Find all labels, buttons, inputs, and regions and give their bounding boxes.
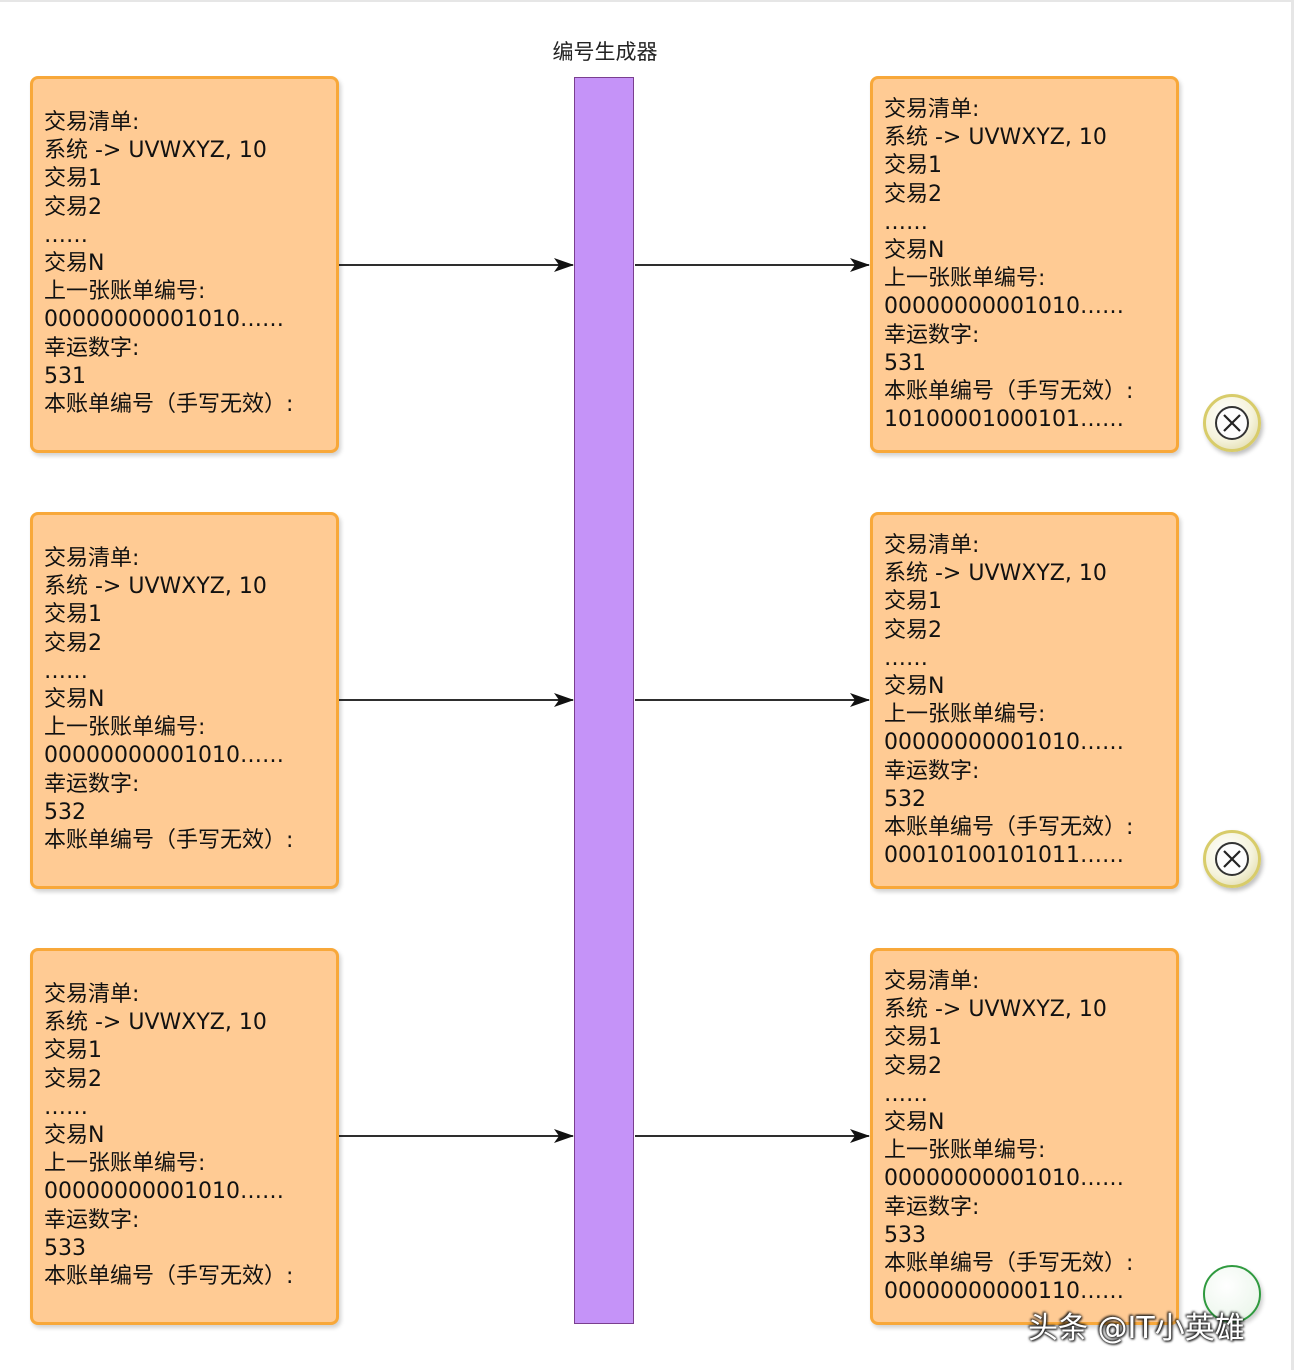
bill-line: 幸运数字: xyxy=(884,322,980,348)
bill-line: 本账单编号（手写无效）: xyxy=(884,814,1134,840)
bill-line: 00000000001010…… xyxy=(44,307,284,333)
bill-line: 交易N xyxy=(884,673,945,699)
bill-line: 00000000001010…… xyxy=(44,1179,284,1205)
bill-line: 系统 -> UVWXYZ, 10 xyxy=(44,574,267,600)
bill-number: 10100001000101…… xyxy=(884,407,1124,433)
x-circle-icon xyxy=(1203,394,1261,452)
input-bill-1: 交易清单: 系统 -> UVWXYZ, 10 交易1 交易2 …… 交易N 上一… xyxy=(30,76,339,453)
bill-line: 531 xyxy=(44,363,86,389)
bill-line: 上一张账单编号: xyxy=(44,1151,206,1177)
bill-line: 系统 -> UVWXYZ, 10 xyxy=(884,125,1107,151)
bill-line: …… xyxy=(44,658,88,684)
bill-line: 本账单编号（手写无效）: xyxy=(884,378,1134,404)
bill-line: 交易2 xyxy=(884,617,942,643)
bill-line: 00000000001010…… xyxy=(884,294,1124,320)
x-glyph xyxy=(1215,842,1249,876)
bill-number: 00000000000110…… xyxy=(884,1279,1124,1305)
bill-line: 交易N xyxy=(44,1122,105,1148)
frame-right-line xyxy=(1291,0,1294,1370)
bill-line: 系统 -> UVWXYZ, 10 xyxy=(44,138,267,164)
bill-line: 532 xyxy=(44,799,86,825)
frame-top-line xyxy=(0,0,1294,2)
bill-line: 533 xyxy=(44,1235,86,1261)
bill-line: 交易1 xyxy=(44,602,102,628)
output-bill-2: 交易清单: 系统 -> UVWXYZ, 10 交易1 交易2 …… 交易N 上一… xyxy=(870,512,1179,889)
bill-line: 交易2 xyxy=(884,1053,942,1079)
bill-line: 交易1 xyxy=(884,1025,942,1051)
output-bill-3: 交易清单: 系统 -> UVWXYZ, 10 交易1 交易2 …… 交易N 上一… xyxy=(870,948,1179,1325)
bill-line: 交易2 xyxy=(884,181,942,207)
bill-line: 幸运数字: xyxy=(44,1207,140,1233)
bill-line: 上一张账单编号: xyxy=(884,702,1046,728)
bill-line: 00000000001010…… xyxy=(44,743,284,769)
bill-line: 交易清单: xyxy=(884,97,980,122)
x-glyph xyxy=(1215,406,1249,440)
bill-line: …… xyxy=(884,1081,928,1107)
bill-line: 系统 -> UVWXYZ, 10 xyxy=(884,561,1107,587)
bill-line: 交易清单: xyxy=(44,546,140,571)
bill-line: 交易1 xyxy=(44,166,102,192)
bill-line: 幸运数字: xyxy=(884,1194,980,1220)
bill-line: 交易清单: xyxy=(44,110,140,135)
bill-line: 532 xyxy=(884,786,926,812)
bill-line: …… xyxy=(884,209,928,235)
bill-line: 交易清单: xyxy=(884,969,980,994)
bill-line: 交易N xyxy=(44,686,105,712)
bill-line: 本账单编号（手写无效）: xyxy=(44,1263,294,1289)
circle-icon xyxy=(1203,1265,1261,1323)
bill-line: 上一张账单编号: xyxy=(44,715,206,741)
bill-line: 本账单编号（手写无效）: xyxy=(44,391,294,417)
bill-line: 交易1 xyxy=(884,153,942,179)
x-circle-icon xyxy=(1203,830,1261,888)
bill-number: 00010100101011…… xyxy=(884,843,1124,869)
input-bill-3: 交易清单: 系统 -> UVWXYZ, 10 交易1 交易2 …… 交易N 上一… xyxy=(30,948,339,1325)
watermark: 头条 @IT小英雄 xyxy=(1028,1311,1245,1346)
bill-line: 上一张账单编号: xyxy=(884,1138,1046,1164)
generator-bar xyxy=(574,77,634,1324)
bill-line: 531 xyxy=(884,350,926,376)
bill-line: 533 xyxy=(884,1222,926,1248)
bill-line: 本账单编号（手写无效）: xyxy=(44,827,294,853)
bill-line: …… xyxy=(44,222,88,248)
bill-line: 上一张账单编号: xyxy=(44,279,206,305)
bill-line: 交易清单: xyxy=(44,982,140,1007)
bill-line: 本账单编号（手写无效）: xyxy=(884,1250,1134,1276)
bill-line: 交易清单: xyxy=(884,533,980,558)
input-bill-2: 交易清单: 系统 -> UVWXYZ, 10 交易1 交易2 …… 交易N 上一… xyxy=(30,512,339,889)
bill-line: …… xyxy=(44,1094,88,1120)
bill-line: 系统 -> UVWXYZ, 10 xyxy=(884,997,1107,1023)
bill-line: 交易N xyxy=(44,250,105,276)
bill-line: 交易N xyxy=(884,237,945,263)
bill-line: 交易2 xyxy=(44,630,102,656)
bill-line: 交易N xyxy=(884,1109,945,1135)
bill-line: 幸运数字: xyxy=(884,758,980,784)
bill-line: 上一张账单编号: xyxy=(884,266,1046,292)
bill-line: 幸运数字: xyxy=(44,771,140,797)
bill-line: 幸运数字: xyxy=(44,335,140,361)
bill-line: 系统 -> UVWXYZ, 10 xyxy=(44,1010,267,1036)
output-bill-1: 交易清单: 系统 -> UVWXYZ, 10 交易1 交易2 …… 交易N 上一… xyxy=(870,76,1179,453)
bill-line: 00000000001010…… xyxy=(884,1166,1124,1192)
bill-line: 交易2 xyxy=(44,1066,102,1092)
bill-line: 交易1 xyxy=(884,589,942,615)
bill-line: 交易2 xyxy=(44,194,102,220)
generator-title: 编号生成器 xyxy=(552,40,658,64)
bill-line: 00000000001010…… xyxy=(884,730,1124,756)
bill-line: …… xyxy=(884,645,928,671)
bill-line: 交易1 xyxy=(44,1038,102,1064)
